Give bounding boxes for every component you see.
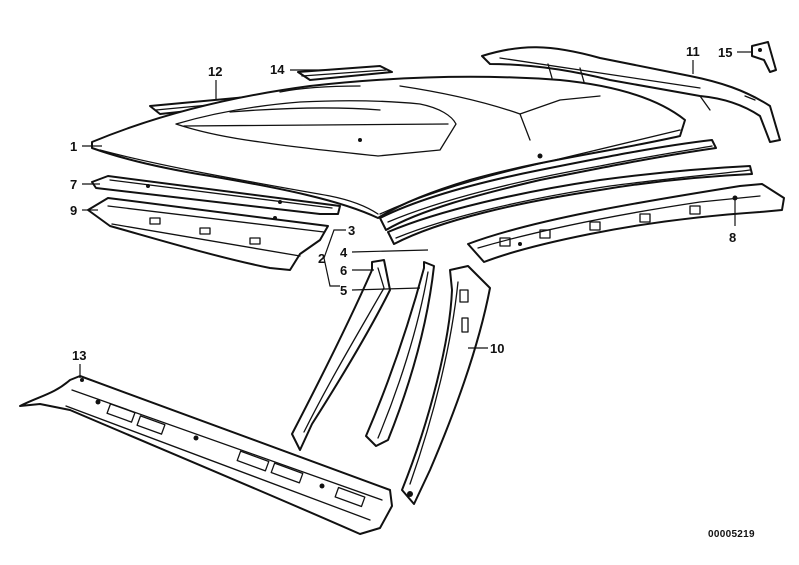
part-10-a-pillar-reinforcement bbox=[401, 265, 491, 505]
callout-4: 4 bbox=[340, 245, 348, 260]
callout-5: 5 bbox=[340, 283, 347, 298]
callout-2: 2 bbox=[318, 251, 325, 266]
part-13-windshield-frame-lower bbox=[19, 375, 393, 535]
callouts: 1 2 3 4 5 6 7 8 9 10 11 12 13 14 15 bbox=[70, 44, 736, 363]
callout-14: 14 bbox=[270, 62, 285, 77]
part-3-side-rail-outer bbox=[379, 139, 717, 231]
callout-1: 1 bbox=[70, 139, 77, 154]
callout-10: 10 bbox=[490, 341, 504, 356]
part-6-a-pillar-outer bbox=[291, 259, 391, 451]
leader-lines bbox=[79, 51, 752, 378]
reference-number: 00005219 bbox=[708, 529, 755, 540]
callout-11: 11 bbox=[686, 44, 700, 59]
callout-12: 12 bbox=[208, 64, 222, 79]
part-9-front-crossmember bbox=[87, 197, 329, 271]
part-7-front-rail bbox=[91, 175, 341, 215]
callout-6: 6 bbox=[340, 263, 347, 278]
callout-13: 13 bbox=[72, 348, 86, 363]
callout-7: 7 bbox=[70, 177, 77, 192]
callout-8: 8 bbox=[729, 230, 736, 245]
part-1-roof-panel bbox=[91, 75, 686, 219]
callout-9: 9 bbox=[70, 203, 77, 218]
part-5-a-pillar-inner bbox=[365, 261, 435, 447]
part-11-rear-roof-frame bbox=[481, 46, 781, 143]
part-14-header-rail bbox=[297, 65, 393, 81]
part-4-side-rail-inner bbox=[387, 165, 753, 245]
callout-3: 3 bbox=[348, 223, 355, 238]
part-15-bracket bbox=[751, 41, 777, 73]
callout-15: 15 bbox=[718, 45, 732, 60]
